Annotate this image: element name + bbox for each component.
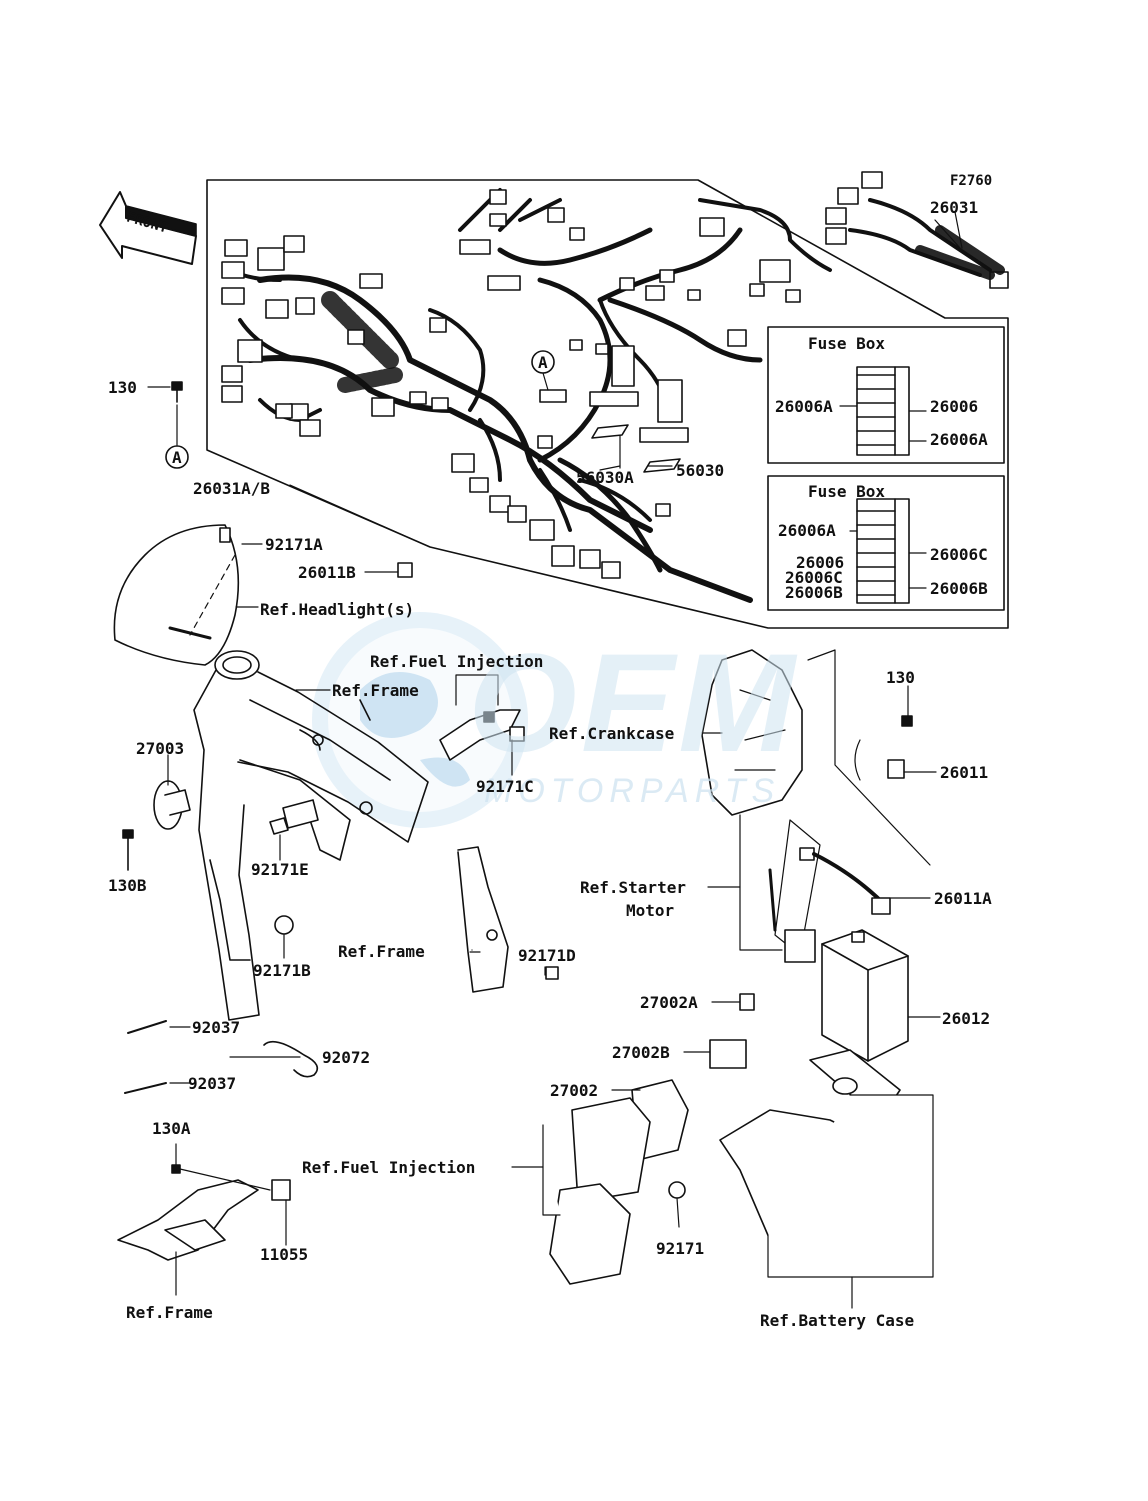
watermark-sub: MOTORPARTS	[484, 772, 781, 810]
part-92171d: 92171D	[518, 946, 576, 965]
frame-down-tube	[457, 846, 559, 993]
ref-headlight: Ref.Headlight(s)	[260, 600, 415, 619]
part-26011b: 26011B	[298, 563, 356, 582]
part-92171e: 92171E	[251, 860, 309, 879]
ref-starter-line2: Motor	[626, 901, 675, 920]
fuse-box-2-left-label-4: 26006B	[785, 583, 843, 602]
fuse-box-2-title: Fuse Box	[808, 482, 886, 501]
part-26031ab: 26031A/B	[193, 479, 271, 498]
relay-27002A	[739, 993, 755, 1011]
ref-crankcase: Ref.Crankcase	[549, 724, 675, 743]
part-27003: 27003	[136, 739, 185, 758]
main-wire-harness	[228, 188, 832, 603]
part-92171a: 92171A	[265, 535, 323, 554]
figure-code: F2760	[950, 173, 993, 189]
clamp-92171e	[269, 817, 289, 835]
part-26011a: 26011A	[934, 889, 992, 908]
bracket-fuel-injection-top	[439, 674, 525, 761]
fuse-box-1-right-label-1: 26006	[930, 397, 979, 416]
fuse-box-1-left-label: 26006A	[775, 397, 833, 416]
bolt-130b	[122, 829, 134, 871]
bolt-130-top	[147, 381, 189, 469]
part-26031: 26031	[930, 198, 979, 217]
watermark-brand: OEM	[468, 624, 799, 781]
starter-relay-assembly	[739, 814, 891, 963]
part-27002: 27002	[550, 1081, 599, 1100]
band-92072	[263, 1040, 319, 1078]
fuse-box-1-right-label-2: 26006A	[930, 430, 988, 449]
part-27002b: 27002B	[612, 1043, 670, 1062]
ref-frame-bottom: Ref.Frame	[126, 1303, 213, 1322]
part-130a: 130A	[152, 1119, 191, 1138]
relay-56030A	[589, 345, 639, 469]
crankcase-cover	[701, 649, 931, 866]
part-92171c: 92171C	[476, 777, 534, 796]
leader-lines	[167, 219, 961, 1246]
callout-a-label-harness: A	[538, 353, 548, 372]
part-27002a: 27002A	[640, 993, 698, 1012]
ref-battery-case: Ref.Battery Case	[760, 1311, 915, 1330]
battery-26012	[821, 929, 909, 1062]
bracket-27003	[153, 780, 191, 830]
part-26011: 26011	[940, 763, 989, 782]
part-92037-2: 92037	[188, 1074, 237, 1093]
ecu-27002	[542, 1079, 689, 1285]
clamp-92171b	[274, 915, 294, 935]
harness-panel-outline	[206, 179, 1009, 629]
clamp-92171	[668, 1181, 686, 1228]
relay-56030	[639, 379, 689, 473]
part-130b: 130B	[108, 876, 147, 895]
ref-frame-mid: Ref.Frame	[338, 942, 425, 961]
main-frame	[193, 650, 429, 1021]
fuse-box-2-left-label-2: 26006	[796, 553, 845, 572]
part-130-right: 130	[886, 668, 915, 687]
watermark-globe	[312, 612, 528, 828]
part-56030: 56030	[676, 461, 725, 480]
bolt-130-right	[854, 715, 913, 781]
fuse-box-2-left-label-1: 26006A	[778, 521, 836, 540]
part-92037-1: 92037	[192, 1018, 241, 1037]
fuse-box-1-frame	[767, 326, 1005, 464]
bracket-frame-bottom	[117, 1164, 291, 1296]
headlight-shell	[113, 524, 240, 666]
part-56030a: 56030A	[576, 468, 634, 487]
tie-92037-2	[124, 1082, 191, 1094]
front-arrow-icon	[99, 191, 197, 265]
fuse-box-2-frame	[767, 475, 1005, 611]
ref-frame-top: Ref.Frame	[332, 681, 419, 700]
part-92171: 92171	[656, 1239, 705, 1258]
harness-connectors	[221, 189, 801, 579]
fuse-box-1-title: Fuse Box	[808, 334, 886, 353]
part-11055: 11055	[260, 1245, 309, 1264]
fuse-box-2-right-label-2: 26006B	[930, 579, 988, 598]
part-26012: 26012	[942, 1009, 991, 1028]
ref-fuel-injection-top: Ref.Fuel Injection	[370, 652, 544, 671]
part-130-top: 130	[108, 378, 137, 397]
callout-a-label-bolt: A	[172, 448, 182, 467]
part-92171b: 92171B	[253, 961, 311, 980]
part-92072: 92072	[322, 1048, 371, 1067]
fuse-box-2-right-label-1: 26006C	[930, 545, 988, 564]
fuse-box-2-left-label-3: 26006C	[785, 568, 843, 587]
callout-a-marker-bolt	[165, 445, 189, 469]
ref-starter-line1: Ref.Starter	[580, 878, 686, 897]
battery-case	[719, 1049, 934, 1309]
ref-fuel-injection-bottom: Ref.Fuel Injection	[302, 1158, 476, 1177]
tie-92037-1	[127, 1020, 191, 1034]
relay-27002B	[709, 1039, 747, 1069]
